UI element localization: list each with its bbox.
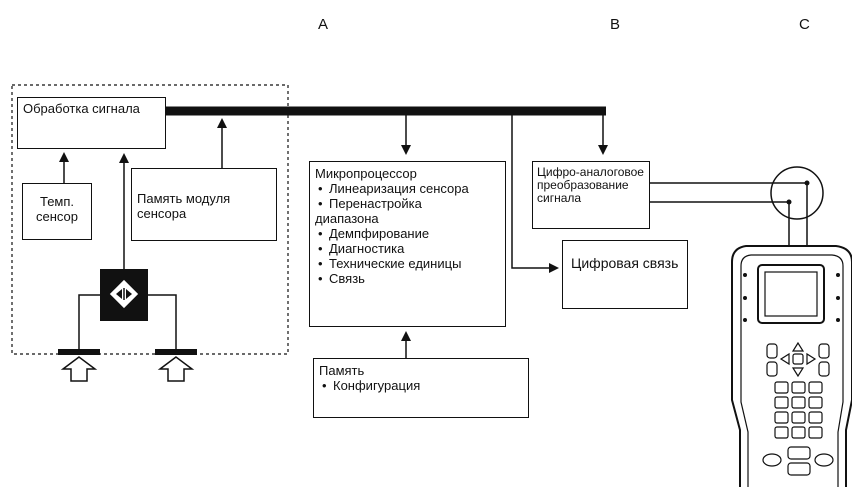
signal-processing-label: Обработка сигнала [23, 101, 140, 116]
dac-box: Цифро-аналоговое преобразование сигнала [532, 161, 650, 229]
sensor-memory-box: Память модуля сенсора [131, 168, 277, 241]
microprocessor-item: Линеаризация сенсора [315, 181, 500, 196]
microprocessor-item: Перенастройка [315, 196, 500, 211]
temp-sensor-label: Темп. сенсор [35, 194, 78, 224]
sensor-module-boundary [11, 84, 289, 355]
section-label-b: B [610, 16, 621, 33]
microprocessor-function-list: Линеаризация сенсора Перенастройка диапа… [315, 181, 500, 286]
memory-box: Память Конфигурация [313, 358, 529, 418]
signal-processing-box: Обработка сигнала [17, 97, 166, 149]
memory-item-list: Конфигурация [319, 378, 523, 393]
sensor-memory-label: Память модуля сенсора [137, 191, 231, 221]
microprocessor-item: Связь [315, 271, 500, 286]
pressure-port-right-icon [155, 349, 197, 382]
temp-sensor-box: Темп. сенсор [22, 183, 92, 240]
microprocessor-item: диапазона [315, 211, 379, 226]
handheld-communicator-icon [731, 245, 852, 487]
microprocessor-title: Микропроцессор [315, 166, 417, 181]
section-label-c: C [799, 16, 810, 33]
digital-comm-box: Цифровая связь [562, 240, 688, 309]
pressure-port-left-icon [58, 349, 100, 382]
microprocessor-item: Демпфирование [315, 226, 500, 241]
microprocessor-item: Технические единицы [315, 256, 500, 271]
memory-item: Конфигурация [319, 378, 523, 393]
memory-title: Память [319, 363, 365, 378]
microprocessor-item: Диагностика [315, 241, 500, 256]
microprocessor-box: Микропроцессор Линеаризация сенсора Пере… [309, 161, 506, 327]
dac-label: Цифро-аналоговое преобразование сигнала [537, 165, 644, 205]
section-label-a: A [318, 16, 329, 33]
arrow-bus-to-digital-comm [511, 115, 559, 273]
digital-comm-label: Цифровая связь [571, 255, 679, 271]
